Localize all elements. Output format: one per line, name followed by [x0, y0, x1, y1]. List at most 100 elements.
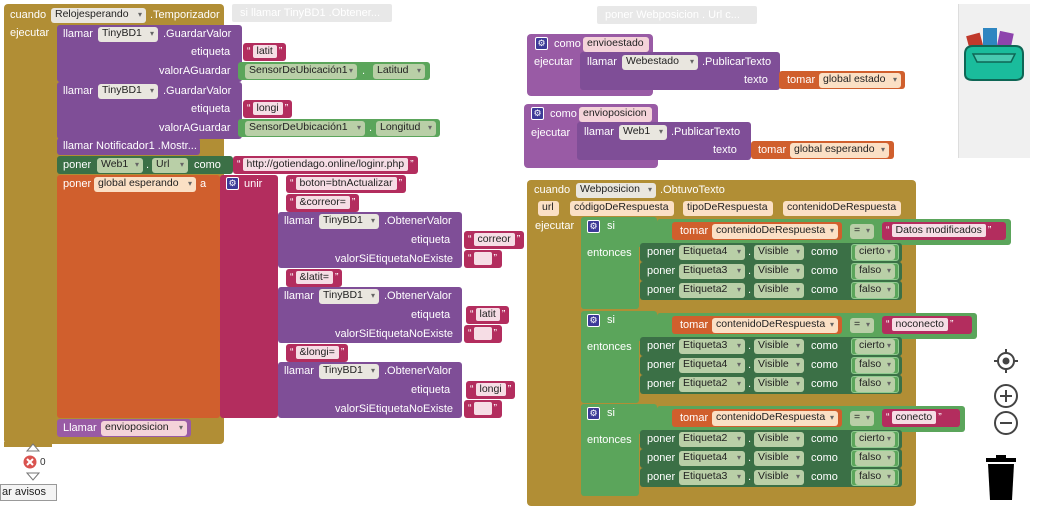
- string-value[interactable]: boton=btnActualizar: [295, 176, 397, 190]
- empty-string-value[interactable]: [473, 401, 492, 415]
- visible-property-dropdown[interactable]: Visible: [754, 470, 804, 485]
- string-value[interactable]: latit: [252, 44, 277, 58]
- operator-dropdown[interactable]: =: [850, 224, 874, 239]
- string-block[interactable]: “correor”: [464, 231, 525, 249]
- visible-property-dropdown[interactable]: Visible: [754, 245, 804, 260]
- mutator-gear-icon[interactable]: ⚙: [587, 314, 600, 327]
- sensor-dropdown[interactable]: SensorDeUbicación1: [245, 64, 357, 79]
- boolean-dropdown[interactable]: cierto: [855, 245, 895, 260]
- visible-property-dropdown[interactable]: Visible: [754, 432, 804, 447]
- set-global-block[interactable]: [57, 175, 220, 418]
- visible-property-dropdown[interactable]: Visible: [754, 264, 804, 279]
- ghost-block-get-value[interactable]: si llamar TinyBD1 .Obtener...: [232, 4, 392, 22]
- label-component-dropdown[interactable]: Etiqueta2: [679, 283, 745, 298]
- visible-property-dropdown[interactable]: Visible: [754, 377, 804, 392]
- ghost-block-set-url[interactable]: poner Webposicion . Url c...: [597, 6, 757, 24]
- tinydb-dropdown[interactable]: TinyBD1: [319, 214, 379, 229]
- string-block[interactable]: “boton=btnActualizar”: [286, 175, 407, 193]
- string-value[interactable]: longi: [475, 382, 506, 396]
- boolean-dropdown[interactable]: cierto: [855, 432, 895, 447]
- label-component-dropdown[interactable]: Etiqueta3: [679, 264, 745, 279]
- mutator-gear-icon[interactable]: ⚙: [535, 37, 548, 50]
- string-block[interactable]: “longi”: [466, 381, 516, 399]
- string-block[interactable]: “longi”: [243, 100, 293, 118]
- empty-string-block[interactable]: “”: [464, 250, 502, 268]
- toggle-warnings-button[interactable]: ar avisos: [0, 484, 57, 501]
- empty-string-value[interactable]: [473, 251, 492, 265]
- visible-property-dropdown[interactable]: Visible: [754, 283, 804, 298]
- param-response-type[interactable]: tipoDeRespuesta: [683, 201, 773, 216]
- string-value[interactable]: conecto: [891, 410, 937, 424]
- boolean-dropdown[interactable]: falso: [855, 377, 895, 392]
- param-response-content[interactable]: contenidoDeRespuesta: [783, 201, 902, 216]
- boolean-dropdown[interactable]: falso: [855, 283, 895, 298]
- warning-up-arrow[interactable]: [25, 443, 41, 452]
- procedure-name-field[interactable]: envioestado: [583, 37, 649, 52]
- variable-dropdown[interactable]: contenidoDeRespuesta: [712, 411, 838, 426]
- string-value[interactable]: &longi=: [295, 345, 339, 359]
- web-component-dropdown[interactable]: Webposicion: [576, 183, 656, 198]
- label-component-dropdown[interactable]: Etiqueta4: [679, 358, 745, 373]
- sensor-dropdown[interactable]: SensorDeUbicación1: [245, 121, 365, 136]
- string-value[interactable]: &latit=: [295, 270, 333, 284]
- string-value[interactable]: Datos modificados: [891, 223, 986, 237]
- zoom-out-button[interactable]: [993, 410, 1019, 436]
- mutator-gear-icon[interactable]: ⚙: [226, 177, 239, 190]
- label-component-dropdown[interactable]: Etiqueta3: [679, 339, 745, 354]
- global-var-dropdown[interactable]: global estado: [819, 73, 901, 88]
- join-block[interactable]: [220, 175, 278, 418]
- empty-string-value[interactable]: [473, 326, 492, 340]
- operator-dropdown[interactable]: =: [850, 411, 874, 426]
- param-response-code[interactable]: códigoDeRespuesta: [570, 201, 674, 216]
- label-component-dropdown[interactable]: Etiqueta4: [679, 245, 745, 260]
- string-value[interactable]: latit: [475, 307, 500, 321]
- global-var-dropdown[interactable]: global esperando: [790, 143, 889, 158]
- url-property-dropdown[interactable]: Url: [152, 158, 188, 173]
- mutator-gear-icon[interactable]: ⚙: [531, 107, 544, 120]
- variable-dropdown[interactable]: contenidoDeRespuesta: [712, 318, 838, 333]
- string-block[interactable]: “noconecto”: [882, 316, 972, 334]
- boolean-dropdown[interactable]: falso: [855, 470, 895, 485]
- boolean-dropdown[interactable]: falso: [855, 264, 895, 279]
- trash-icon[interactable]: [984, 455, 1018, 501]
- variable-dropdown[interactable]: contenidoDeRespuesta: [712, 224, 838, 239]
- notifier-collapsed-block[interactable]: [57, 138, 200, 155]
- mutator-gear-icon[interactable]: ⚙: [587, 220, 600, 233]
- tinydb-dropdown[interactable]: TinyBD1: [319, 364, 379, 379]
- tinydb-dropdown[interactable]: TinyBD1: [98, 84, 158, 99]
- backpack-icon[interactable]: [961, 16, 1027, 82]
- web-component-dropdown[interactable]: Web1: [97, 158, 143, 173]
- string-block[interactable]: “&latit=”: [286, 269, 343, 287]
- operator-dropdown[interactable]: =: [850, 318, 874, 333]
- empty-string-block[interactable]: “”: [464, 400, 502, 418]
- label-component-dropdown[interactable]: Etiqueta2: [679, 432, 745, 447]
- tinydb-dropdown[interactable]: TinyBD1: [319, 289, 379, 304]
- boolean-dropdown[interactable]: falso: [855, 358, 895, 373]
- tinydb-dropdown[interactable]: TinyBD1: [98, 27, 158, 42]
- timer-component-dropdown[interactable]: Relojesperando: [51, 8, 146, 23]
- procedure-name-field[interactable]: envioposicion: [579, 107, 652, 122]
- label-component-dropdown[interactable]: Etiqueta3: [679, 470, 745, 485]
- center-workspace-button[interactable]: [993, 348, 1019, 374]
- url-string-value[interactable]: http://gotiendago.online/loginr.php: [242, 157, 409, 171]
- string-value[interactable]: &correor=: [295, 195, 350, 209]
- string-value[interactable]: noconecto: [891, 317, 948, 331]
- string-block[interactable]: “latit”: [243, 43, 287, 61]
- visible-property-dropdown[interactable]: Visible: [754, 339, 804, 354]
- boolean-dropdown[interactable]: falso: [855, 451, 895, 466]
- string-block[interactable]: “conecto”: [882, 409, 960, 427]
- global-var-dropdown[interactable]: global esperando: [94, 177, 196, 192]
- string-block[interactable]: “latit”: [466, 306, 510, 324]
- procedure-dropdown[interactable]: envioposicion: [101, 421, 187, 436]
- visible-property-dropdown[interactable]: Visible: [754, 451, 804, 466]
- label-component-dropdown[interactable]: Etiqueta2: [679, 377, 745, 392]
- web-component-dropdown[interactable]: Web1: [619, 125, 667, 140]
- string-value[interactable]: longi: [252, 101, 283, 115]
- mutator-gear-icon[interactable]: ⚙: [587, 407, 600, 420]
- boolean-dropdown[interactable]: cierto: [855, 339, 895, 354]
- string-block[interactable]: “&correor=”: [286, 194, 360, 212]
- url-string-block[interactable]: “http://gotiendago.online/loginr.php”: [233, 156, 418, 174]
- web-component-dropdown[interactable]: Webestado: [622, 55, 698, 70]
- string-block[interactable]: “&longi=”: [286, 344, 349, 362]
- property-dropdown[interactable]: Latitud: [373, 64, 425, 79]
